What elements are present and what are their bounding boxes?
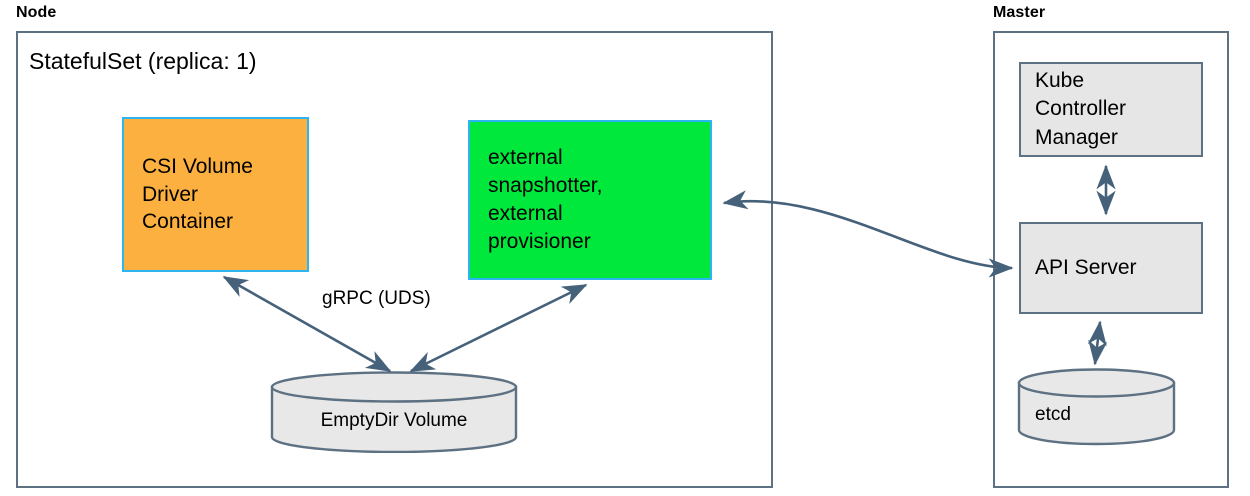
statefulset-title: StatefulSet (replica: 1) [29, 48, 257, 74]
csi-line-1: CSI Volume [142, 154, 253, 178]
external-line-3: external [488, 202, 563, 225]
kcm-line-3: Manager [1035, 125, 1118, 149]
external-line-4: provisioner [488, 229, 591, 253]
api-server-label: API Server [1035, 255, 1137, 279]
etcd-cylinder-shape [1017, 368, 1176, 446]
node-group-label: Node [16, 4, 57, 21]
master-group-label: Master [993, 4, 1046, 21]
external-snapshotter-provisioner-node[interactable]: external snapshotter, external provision… [468, 120, 712, 280]
external-line-1: external [488, 146, 563, 170]
grpc-uds-edge-label: gRPC (UDS) [322, 288, 431, 309]
kcm-line-2: Controller [1035, 97, 1127, 121]
api-server-node[interactable]: API Server [1019, 222, 1203, 314]
emptydir-volume-cylinder[interactable]: EmptyDir Volume [270, 371, 518, 454]
kube-controller-manager-node[interactable]: Kube Controller Manager [1019, 62, 1203, 157]
emptydir-cylinder-shape [270, 371, 518, 454]
csi-volume-driver-container-node[interactable]: CSI Volume Driver Container [122, 117, 309, 272]
external-line-2: snapshotter, [488, 174, 603, 198]
csi-line-3: Container [142, 210, 234, 234]
etcd-cylinder[interactable]: etcd [1017, 368, 1176, 447]
kcm-line-1: Kube [1035, 68, 1085, 92]
csi-line-2: Driver [142, 182, 198, 206]
